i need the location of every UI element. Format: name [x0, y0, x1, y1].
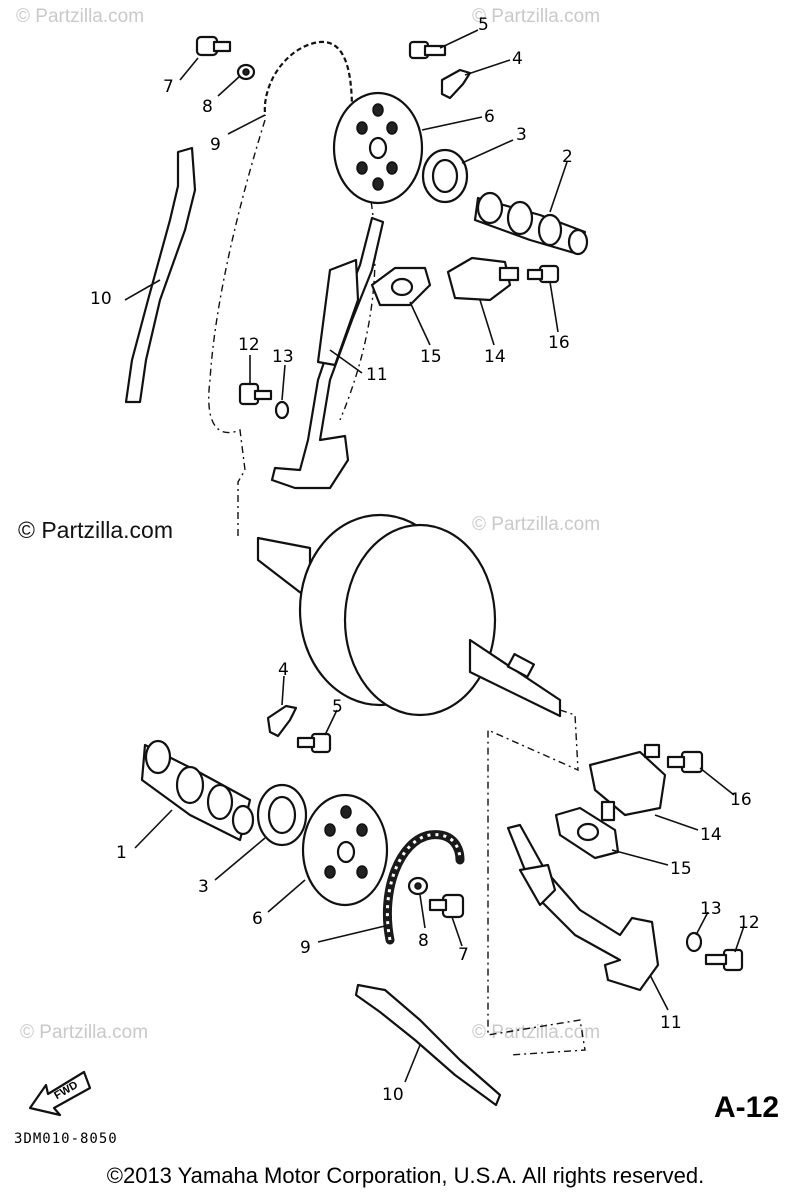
callout-12: 12 [238, 335, 260, 355]
callout-13-lower: 13 [700, 899, 722, 919]
tensioner-icon [588, 743, 667, 822]
callouts-upper: 7 8 9 5 4 6 3 2 10 12 13 11 15 14 16 [90, 15, 573, 401]
callout-3: 3 [516, 125, 527, 145]
callout-2: 2 [562, 147, 573, 167]
cam-chain-icon [382, 830, 465, 945]
callout-3-lower: 3 [198, 877, 209, 897]
callout-6: 6 [484, 107, 495, 127]
cam-sprocket-icon [332, 91, 424, 205]
callout-7: 7 [163, 77, 174, 97]
drawing-number: 3DM010-8050 [14, 1131, 118, 1147]
bolt-icon [238, 382, 273, 406]
bolt-icon [666, 750, 704, 774]
bolt-icon [526, 264, 560, 284]
bearing-icon [421, 148, 469, 204]
bearing-icon [256, 783, 308, 847]
callout-16-lower: 16 [730, 790, 752, 810]
bolt-icon [704, 948, 744, 972]
callout-10-lower: 10 [382, 1085, 404, 1105]
washer-icon [685, 931, 703, 953]
callout-13: 13 [272, 347, 294, 367]
watermark-bottom-left: © Partzilla.com [20, 1022, 148, 1043]
copyright-notice: ©2013 Yamaha Motor Corporation, U.S.A. A… [106, 1163, 705, 1188]
callout-8: 8 [202, 97, 213, 117]
tensioner-icon [446, 256, 520, 302]
callouts-lower: 4 5 1 3 6 9 8 7 16 14 15 13 12 11 10 [116, 660, 760, 1105]
callout-15-lower: 15 [670, 859, 692, 879]
gasket-icon [370, 266, 432, 307]
lock-washer-icon [440, 68, 472, 100]
callout-1: 1 [116, 843, 127, 863]
bolt-icon [296, 732, 332, 754]
callout-9-lower: 9 [300, 938, 311, 958]
callout-11-lower: 11 [660, 1013, 682, 1033]
fwd-arrow-icon: FWD [28, 1070, 92, 1117]
bolt-icon [428, 893, 465, 919]
callout-12-lower: 12 [738, 913, 760, 933]
watermark-top-left: © Partzilla.com [16, 6, 144, 27]
lock-washer-icon [266, 704, 298, 738]
washer-icon [274, 400, 290, 420]
callout-5-lower: 5 [332, 697, 343, 717]
upper-chain-route [208, 119, 266, 540]
callout-15: 15 [420, 347, 442, 367]
callout-11: 11 [366, 365, 388, 385]
callout-7-lower: 7 [458, 945, 469, 965]
camshaft-icon [140, 739, 255, 842]
watermark-top-right: © Partzilla.com [472, 6, 600, 27]
watermark-bottom-right: © Partzilla.com [472, 1022, 600, 1043]
chain-guide-icon [124, 146, 197, 404]
callout-14-lower: 14 [700, 825, 722, 845]
bolt-icon [195, 35, 232, 57]
camshaft-icon [473, 191, 589, 256]
callout-16: 16 [548, 333, 570, 353]
callout-9: 9 [210, 135, 221, 155]
chain-tensioner-guide-icon [506, 823, 660, 992]
callout-6-lower: 6 [252, 909, 263, 929]
callout-8-lower: 8 [418, 931, 429, 951]
watermark-middle-left: © Partzilla.com [18, 517, 173, 543]
callout-5: 5 [478, 15, 489, 35]
chain-guide-icon [354, 983, 502, 1107]
bolt-icon [408, 40, 447, 60]
callout-14: 14 [484, 347, 506, 367]
page-code: A-12 [714, 1091, 779, 1124]
watermark-middle-right: © Partzilla.com [472, 514, 600, 535]
callout-10: 10 [90, 289, 112, 309]
cam-chain-icon [263, 40, 354, 117]
callout-4-lower: 4 [278, 660, 289, 680]
callout-4: 4 [512, 49, 523, 69]
cam-sprocket-icon [301, 793, 389, 907]
crankshaft-icon [256, 513, 562, 718]
